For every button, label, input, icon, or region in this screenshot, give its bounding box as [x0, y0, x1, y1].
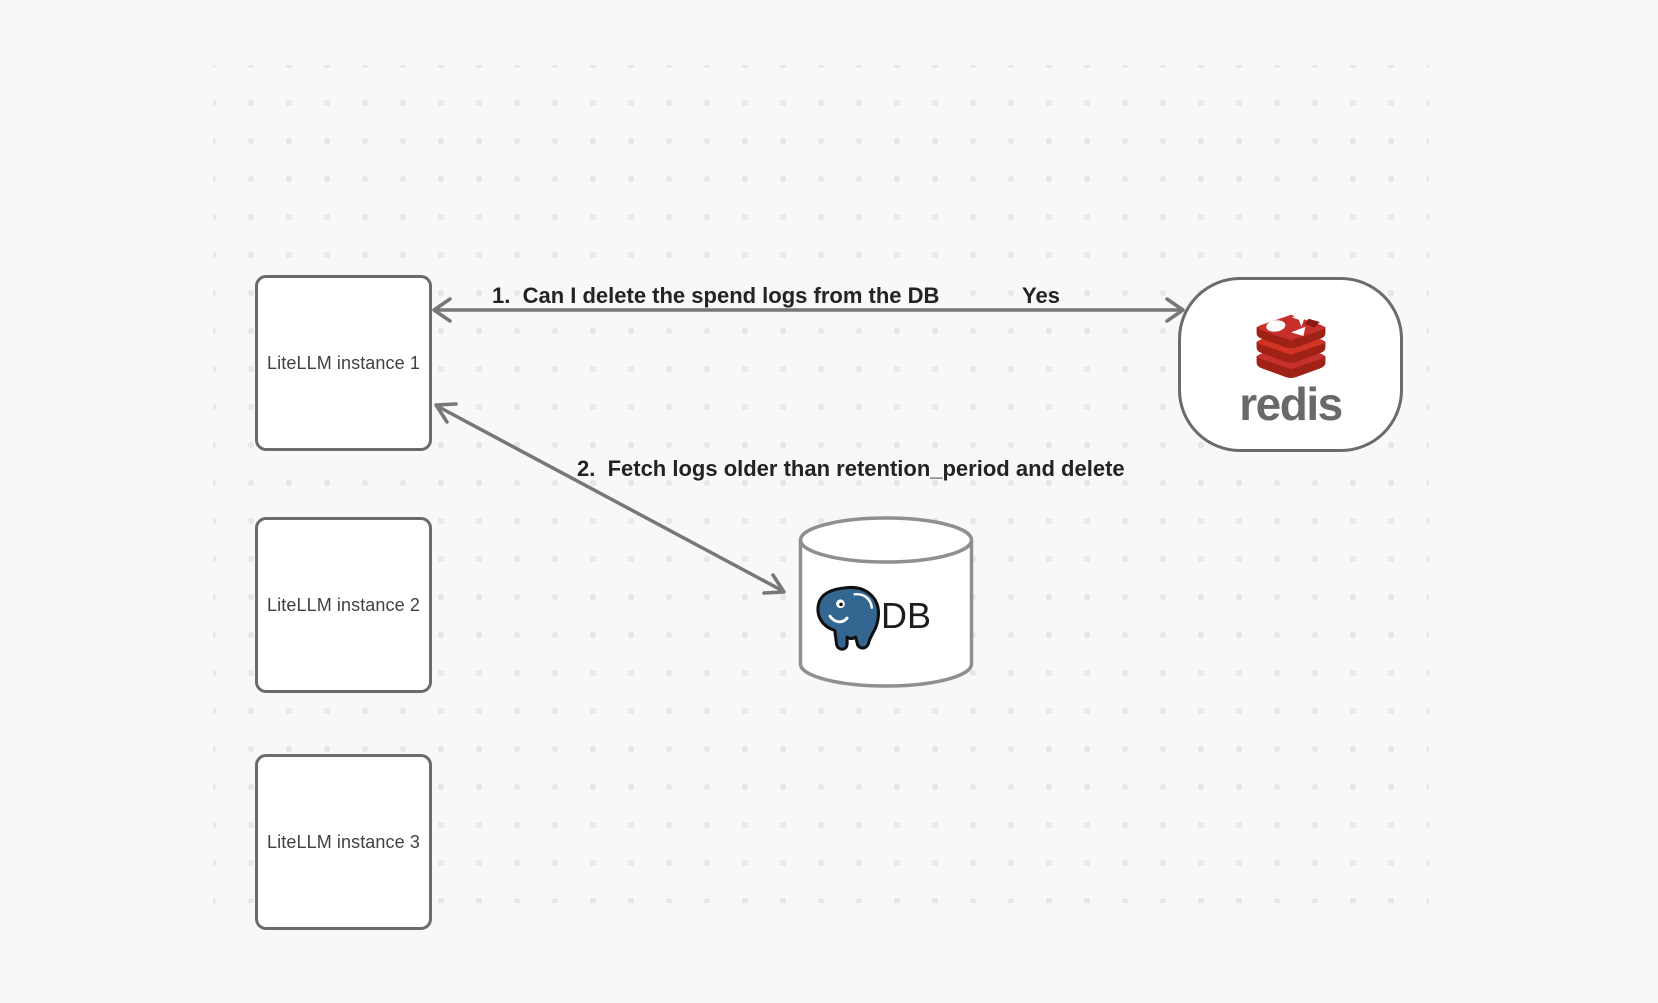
edge2-action-label[interactable]: 2. Fetch logs older than retention_perio…	[577, 456, 1125, 481]
redis-stack-icon	[1256, 307, 1325, 378]
node-label: LiteLLM instance 3	[267, 831, 420, 852]
arrow-instance1-db[interactable]	[434, 402, 786, 595]
postgresql-elephant-icon	[816, 586, 880, 651]
edge1-question-label[interactable]: 1. Can I delete the spend logs from the …	[492, 283, 940, 308]
node-label: LiteLLM instance 2	[267, 594, 420, 615]
edge1-answer-label[interactable]: Yes	[1022, 283, 1060, 308]
db-label: DB	[881, 595, 932, 636]
node-litellm-instance-3[interactable]: LiteLLM instance 3	[255, 754, 432, 930]
node-litellm-instance-1[interactable]: LiteLLM instance 1	[255, 275, 432, 451]
node-label: LiteLLM instance 1	[267, 352, 420, 373]
redis-wordmark: redis	[1239, 377, 1343, 430]
node-db[interactable]: DB	[797, 514, 975, 694]
arrow-instance1-redis[interactable]	[432, 297, 1185, 323]
node-redis[interactable]: redis	[1178, 277, 1403, 452]
node-litellm-instance-2[interactable]: LiteLLM instance 2	[255, 517, 432, 693]
